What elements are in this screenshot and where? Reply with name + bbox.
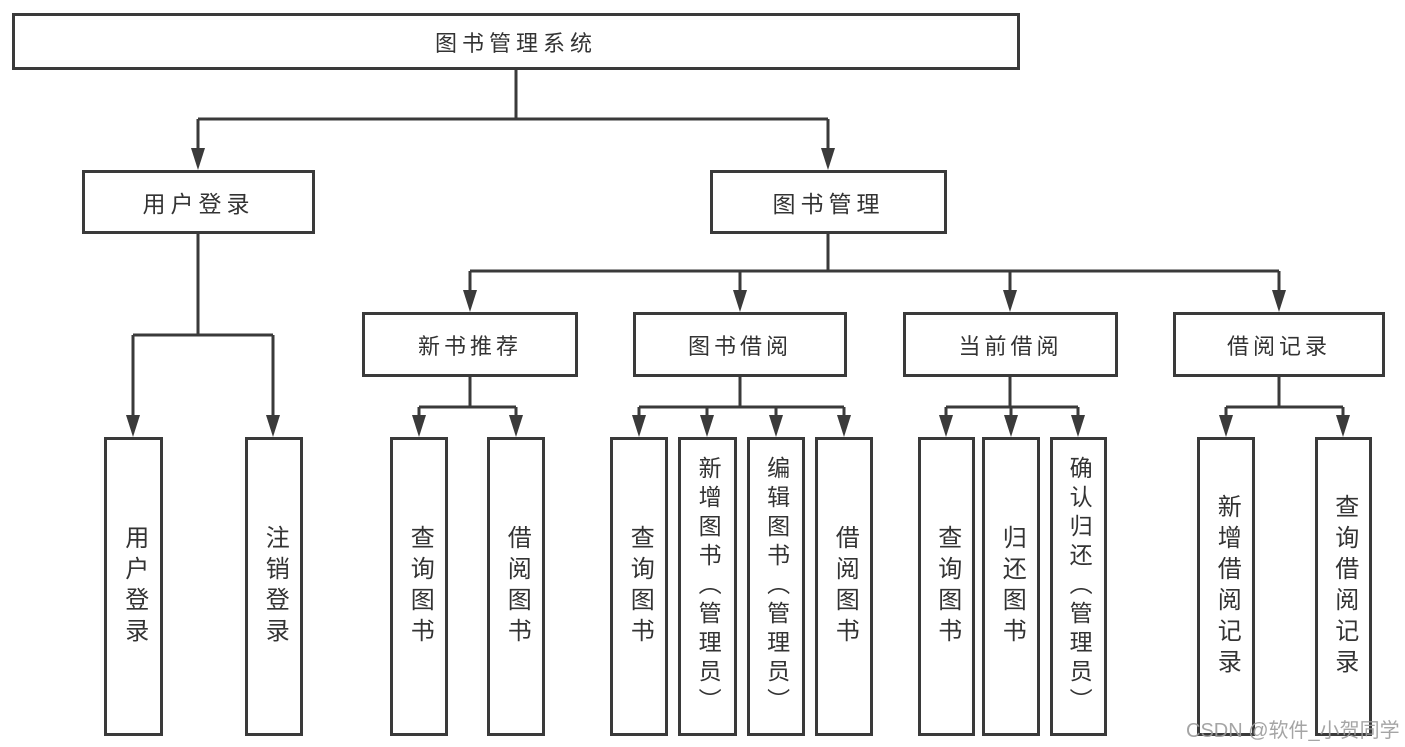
node-book-borrow: 图书借阅 [633,312,847,377]
node-borrow-records-label: 借阅记录 [1226,333,1331,359]
node-new-book-recommend-label: 新书推荐 [417,333,522,359]
leaf-logout: 注销登录 [245,437,303,736]
leaf-query-book-current: 查询图书 [918,437,975,736]
leaf-query-borrow-record: 查询借阅记录 [1315,437,1372,736]
leaf-query-book-borrow-label: 查询图书 [626,524,654,649]
leaf-query-book-recommend: 查询图书 [390,437,448,736]
leaf-query-book-recommend-label: 查询图书 [406,524,434,649]
leaf-query-borrow-record-label: 查询借阅记录 [1330,493,1358,680]
node-user-login-label: 用户登录 [142,191,255,217]
node-book-borrow-label: 图书借阅 [687,333,792,359]
leaf-user-login: 用户登录 [104,437,163,736]
leaf-edit-book-admin-label: 编辑图书（管理员） [763,456,790,717]
leaf-add-book-admin-label: 新增图书（管理员） [695,456,722,717]
node-root: 图书管理系统 [12,13,1020,70]
leaf-confirm-return-admin: 确认归还（管理员） [1050,437,1107,736]
node-user-login: 用户登录 [82,170,315,234]
node-book-management-label: 图书管理 [772,191,885,217]
node-current-borrow: 当前借阅 [903,312,1118,377]
leaf-borrow-book-recommend-label: 借阅图书 [503,524,531,649]
leaf-return-book-label: 归还图书 [998,524,1026,649]
leaf-borrow-book: 借阅图书 [815,437,873,736]
node-current-borrow-label: 当前借阅 [958,333,1063,359]
leaf-borrow-book-label: 借阅图书 [831,524,859,649]
leaf-confirm-return-admin-label: 确认归还（管理员） [1066,456,1093,717]
leaf-edit-book-admin: 编辑图书（管理员） [747,437,805,736]
leaf-query-book-current-label: 查询图书 [933,524,961,649]
leaf-user-login-label: 用户登录 [120,524,148,649]
node-root-label: 图书管理系统 [434,30,597,56]
node-book-management: 图书管理 [710,170,947,234]
leaf-logout-label: 注销登录 [261,524,289,649]
leaf-add-borrow-record-label: 新增借阅记录 [1213,493,1241,680]
leaf-borrow-book-recommend: 借阅图书 [487,437,545,736]
leaf-query-book-borrow: 查询图书 [610,437,668,736]
node-new-book-recommend: 新书推荐 [362,312,578,377]
arrowhead-icons [126,148,1350,437]
leaf-add-book-admin: 新增图书（管理员） [678,437,737,736]
leaf-return-book: 归还图书 [982,437,1040,736]
leaf-add-borrow-record: 新增借阅记录 [1197,437,1255,736]
node-borrow-records: 借阅记录 [1173,312,1385,377]
